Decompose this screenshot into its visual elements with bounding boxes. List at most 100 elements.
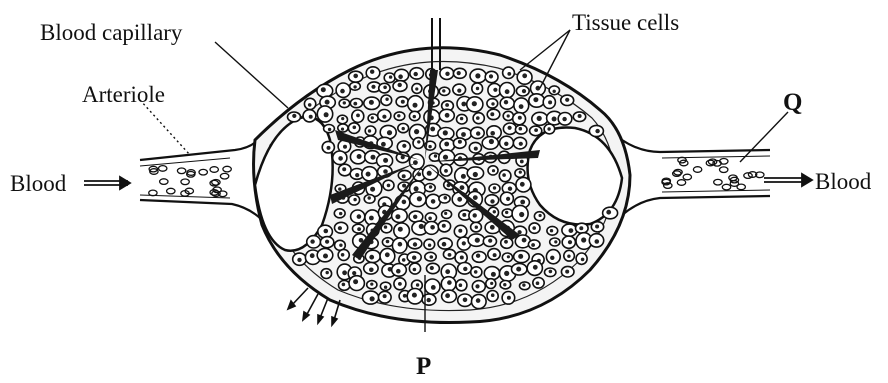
tissue-cell-nucleus	[353, 74, 358, 79]
tissue-cell-nucleus	[578, 114, 582, 118]
tissue-cell-nucleus	[414, 72, 418, 76]
red-blood-cell	[220, 173, 228, 179]
tissue-cell-nucleus	[356, 114, 360, 118]
tissue-cell-nucleus	[369, 100, 374, 105]
red-blood-cell	[167, 188, 175, 194]
tissue-cell-nucleus	[463, 267, 467, 271]
tissue-cell-nucleus	[461, 102, 466, 107]
tissue-cell-nucleus	[504, 100, 508, 104]
tissue-cell-nucleus	[595, 239, 600, 244]
arteriole-vessel	[140, 140, 262, 220]
tissue-cell-nucleus	[522, 238, 527, 243]
tissue-cell-nucleus	[357, 227, 361, 231]
tissue-cell-nucleus	[507, 114, 510, 117]
tissue-cell-nucleus	[490, 282, 493, 285]
tissue-cell-nucleus	[505, 211, 508, 214]
tissue-cell-nucleus	[475, 73, 480, 78]
label-blood-capillary: Blood capillary	[40, 20, 183, 45]
tissue-cell-nucleus	[415, 87, 418, 90]
tissue-cell-nucleus	[507, 255, 510, 258]
red-blood-cell	[149, 190, 157, 196]
tissue-cell-nucleus	[606, 210, 611, 215]
tissue-cell-nucleus	[353, 279, 358, 284]
tissue-cell-nucleus	[595, 225, 599, 229]
tissue-cell-nucleus	[562, 117, 566, 121]
tissue-cell-nucleus	[595, 129, 599, 133]
tissue-cell-nucleus	[412, 256, 416, 260]
tissue-cell-nucleus	[431, 199, 436, 204]
tissue-cell-nucleus	[413, 215, 417, 219]
tissue-cell-nucleus	[357, 214, 362, 219]
leader-blood-capillary	[215, 42, 288, 108]
tissue-cell-nucleus	[519, 212, 524, 217]
tissue-cell-nucleus	[402, 258, 406, 262]
tissue-cell-nucleus	[536, 86, 541, 91]
tissue-cell-nucleus	[343, 145, 347, 149]
tissue-cell-nucleus	[398, 74, 403, 79]
red-blood-cell	[722, 184, 730, 190]
tissue-cell-nucleus	[460, 117, 463, 120]
tissue-cell-nucleus	[507, 296, 511, 300]
label-p: P	[416, 353, 431, 380]
tissue-cell-nucleus	[414, 129, 419, 134]
tissue-cell-nucleus	[463, 298, 468, 303]
tissue-cell-nucleus	[413, 160, 418, 165]
tissue-cell-nucleus	[444, 169, 448, 173]
tissue-cell-nucleus	[475, 226, 478, 229]
tissue-cell-nucleus	[489, 139, 494, 144]
tissue-cell-nucleus	[522, 283, 525, 286]
tissue-cell-nucleus	[448, 253, 452, 257]
tissue-cell-nucleus	[402, 144, 406, 148]
tissue-cell-nucleus	[381, 142, 386, 147]
tissue-cell-nucleus	[343, 101, 346, 104]
tissue-cell-nucleus	[413, 115, 416, 118]
tissue-cell-nucleus	[324, 112, 329, 117]
tissue-cell-nucleus	[536, 281, 540, 285]
red-blood-cell	[223, 166, 231, 172]
red-blood-cell	[210, 167, 218, 173]
tissue-cell-nucleus	[292, 114, 296, 118]
label-q: Q	[783, 89, 802, 116]
tissue-cell-nucleus	[491, 272, 496, 277]
tissue-cell-nucleus	[383, 86, 387, 90]
leader-tissue-cells-1	[520, 30, 570, 70]
tissue-cell-nucleus	[419, 224, 424, 229]
tissue-cell-nucleus	[502, 173, 506, 177]
tissue-cell-nucleus	[413, 268, 417, 272]
label-blood-out: Blood	[815, 169, 872, 194]
tissue-cell-nucleus	[490, 131, 495, 136]
tissue-cell-nucleus	[326, 271, 329, 274]
tissue-cell-nucleus	[325, 240, 329, 244]
tissue-cell-nucleus	[310, 239, 314, 243]
tissue-cell-nucleus	[353, 126, 357, 130]
arteriole-blood-cells	[149, 166, 232, 197]
tissue-cell-nucleus	[504, 271, 509, 276]
tissue-cell-nucleus	[366, 172, 371, 177]
tissue-cell-nucleus	[327, 146, 331, 150]
tissue-cell-nucleus	[459, 283, 463, 287]
tissue-cell-nucleus	[357, 154, 362, 159]
tissue-cell-nucleus	[383, 158, 388, 163]
tissue-cell-nucleus	[476, 116, 480, 120]
tissue-cell-nucleus	[493, 210, 496, 213]
label-blood-in: Blood	[10, 171, 67, 196]
tissue-cell-nucleus	[352, 271, 356, 275]
tissue-cell-nucleus	[413, 242, 417, 246]
tissue-cell-nucleus	[445, 113, 450, 118]
tissue-cell-nucleus	[473, 195, 478, 200]
tissue-cell-nucleus	[428, 217, 432, 221]
venule-blood-cells	[662, 157, 764, 190]
tissue-cell-nucleus	[547, 127, 550, 130]
tissue-cell-nucleus	[568, 240, 572, 244]
tissue-cell-nucleus	[342, 270, 347, 275]
tissue-cell-nucleus	[444, 212, 447, 215]
tissue-cell-nucleus	[434, 154, 437, 157]
red-blood-cell	[199, 169, 207, 175]
tissue-cell-nucleus	[508, 126, 512, 130]
tissue-cell-nucleus	[341, 117, 344, 120]
tissue-cell-nucleus	[550, 256, 554, 260]
tissue-cell-nucleus	[369, 216, 374, 221]
tissue-cell-nucleus	[417, 196, 422, 201]
tissue-cell-nucleus	[565, 270, 569, 274]
